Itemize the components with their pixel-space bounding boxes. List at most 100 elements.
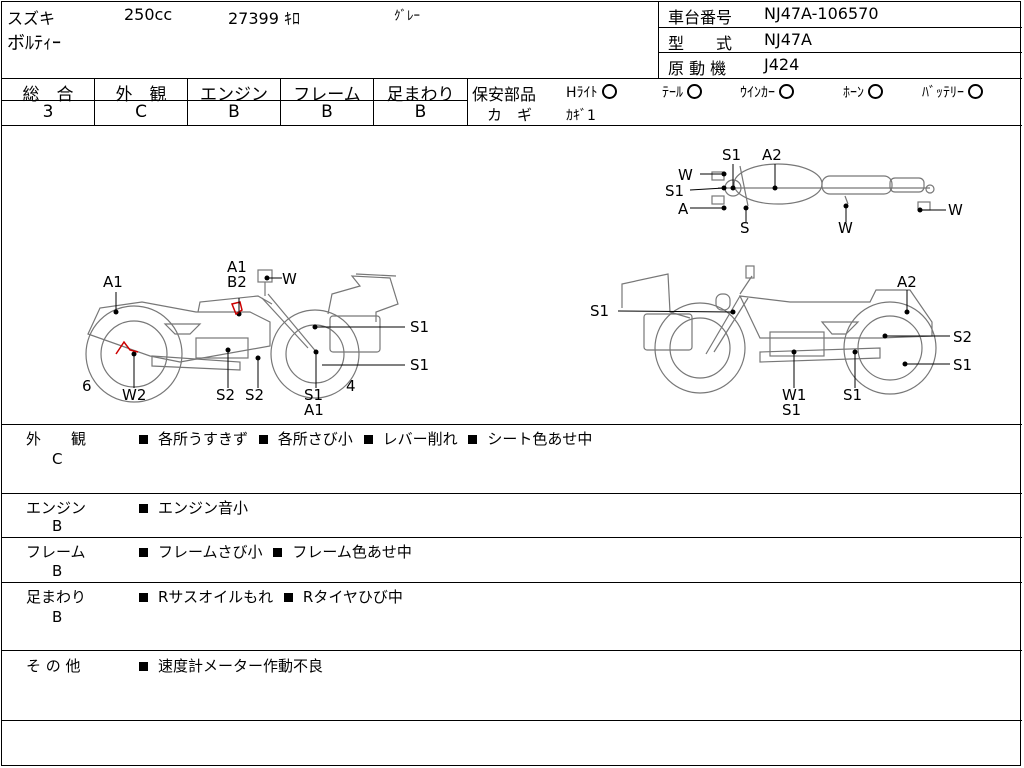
remarks-rule: [1, 650, 1022, 651]
remark-title-suspension: 足まわり: [26, 588, 87, 606]
ok-circle-icon: [779, 84, 794, 99]
grade-label-engine: エンジン: [200, 85, 268, 105]
diagram-label: S1: [953, 356, 973, 374]
diagram-label: W: [948, 201, 963, 219]
header-divider: [658, 1, 659, 78]
diagram-label: S1: [843, 386, 863, 404]
grade-divider: [187, 78, 188, 125]
grade-divider: [467, 78, 468, 125]
key-value: ｶｷﾞ1: [566, 108, 596, 124]
grade-divider: [94, 78, 95, 125]
bullet-square-icon: [139, 662, 148, 671]
mileage: 27399 ｷﾛ: [228, 9, 300, 28]
remark-grade-engine: B: [52, 517, 63, 535]
diagram-label: W2: [122, 386, 147, 404]
frame-no: NJ47A-106570: [764, 4, 879, 23]
grade-bottom-rule: [1, 125, 1022, 126]
safety-item-tail: ﾃｰﾙ: [662, 82, 702, 102]
safety-item-headlight: Hﾗｲﾄ: [566, 82, 617, 102]
remark-grade-frame: B: [52, 562, 63, 580]
bike-right-side-view: [621, 265, 937, 395]
diagram-label: S1: [410, 318, 430, 336]
header-rule: [658, 27, 1022, 28]
remark-title-frame: フレーム: [26, 543, 86, 561]
bullet-square-icon: [139, 435, 148, 444]
remarks-rule: [1, 720, 1022, 721]
engine-value: J424: [764, 55, 800, 74]
remark-items-exterior: 各所うすきず 各所さび小 レバー削れ シート色あせ中: [137, 428, 596, 449]
diagram-label: B2: [227, 273, 247, 291]
remarks-rule: [1, 493, 1022, 494]
frame-no-label: 車台番号: [668, 8, 733, 27]
ok-circle-icon: [968, 84, 983, 99]
grade-label-frame: フレーム: [293, 85, 361, 105]
header-bottom-rule: [1, 78, 1022, 79]
remark-items-frame: フレームさび小 フレーム色あせ中: [137, 541, 416, 562]
remarks-rule: [1, 582, 1022, 583]
diagram-label: 6: [82, 377, 92, 395]
maker: スズキ: [7, 9, 56, 28]
grade-value-exterior: C: [135, 102, 147, 122]
type-label: 型 式: [668, 34, 733, 53]
diagram-label: S2: [245, 386, 265, 404]
model-name: ボﾙﾃｨｰ: [7, 33, 61, 54]
bullet-square-icon: [258, 435, 268, 444]
remark-items-suspension: Rサスオイルもれ Rタイヤひび中: [137, 586, 407, 607]
diagram-label: A1: [227, 258, 247, 276]
diagram-label: S1: [782, 401, 802, 419]
safety-item-horn: ﾎｰﾝ: [843, 82, 883, 102]
ok-circle-icon: [601, 84, 617, 99]
safety-label: 保安部品: [472, 85, 537, 104]
bullet-square-icon: [139, 593, 148, 602]
diagram-label: A2: [762, 146, 782, 164]
bullet-square-icon: [363, 435, 373, 444]
safety-item-battery: ﾊﾞｯﾃﾘｰ: [922, 82, 983, 102]
bike-left-side-view: [85, 269, 399, 403]
diagram-label: S2: [953, 328, 973, 346]
grade-label-overall: 総 合: [22, 85, 74, 105]
grade-value-suspension: B: [414, 102, 427, 122]
displacement: 250cc: [124, 5, 173, 24]
diagram-label: S: [740, 219, 750, 237]
diagram-label: A1: [103, 273, 123, 291]
remark-title-other: そ の 他: [26, 657, 81, 675]
grade-value-engine: B: [228, 102, 240, 122]
diagram-label: W: [838, 219, 853, 237]
diagram-label: A1: [304, 401, 324, 419]
ok-circle-icon: [687, 84, 702, 99]
remark-title-engine: エンジン: [26, 499, 87, 517]
type-value: NJ47A: [764, 30, 812, 49]
remarks-rule: [1, 537, 1022, 538]
diagram-label: W: [678, 166, 693, 184]
header-rule: [658, 52, 1022, 53]
grade-value-frame: B: [321, 102, 333, 122]
safety-item-winker: ｳｲﾝｶｰ: [740, 82, 794, 102]
damage-diagram: [85, 163, 950, 403]
diagram-label: S1: [410, 356, 430, 374]
bullet-square-icon: [468, 435, 478, 444]
diagram-label: W1: [782, 386, 807, 404]
diagram-label: S1: [304, 386, 324, 404]
grade-value-overall: 3: [42, 102, 54, 122]
diagram-label: 4: [346, 377, 356, 395]
grade-divider: [280, 78, 281, 125]
bullet-square-icon: [283, 593, 293, 602]
ok-circle-icon: [868, 84, 883, 99]
diagram-label: S2: [216, 386, 236, 404]
diagram-label: S1: [665, 182, 685, 200]
bike-top-view: [711, 163, 935, 211]
grade-label-suspension: 足まわり: [386, 85, 455, 105]
remarks-top-rule: [1, 424, 1022, 425]
diagram-label: S1: [722, 146, 742, 164]
diagram-label: S1: [590, 302, 610, 320]
diagram-label: A2: [897, 273, 917, 291]
remark-title-exterior: 外 観: [26, 430, 87, 448]
bullet-square-icon: [273, 548, 283, 557]
key-label: カ ギ: [487, 106, 533, 124]
grade-mid-rule: [1, 100, 467, 101]
grade-label-exterior: 外 観: [115, 85, 167, 105]
grade-divider: [373, 78, 374, 125]
engine-label: 原 動 機: [668, 59, 727, 78]
diagram-label: A: [678, 200, 689, 218]
